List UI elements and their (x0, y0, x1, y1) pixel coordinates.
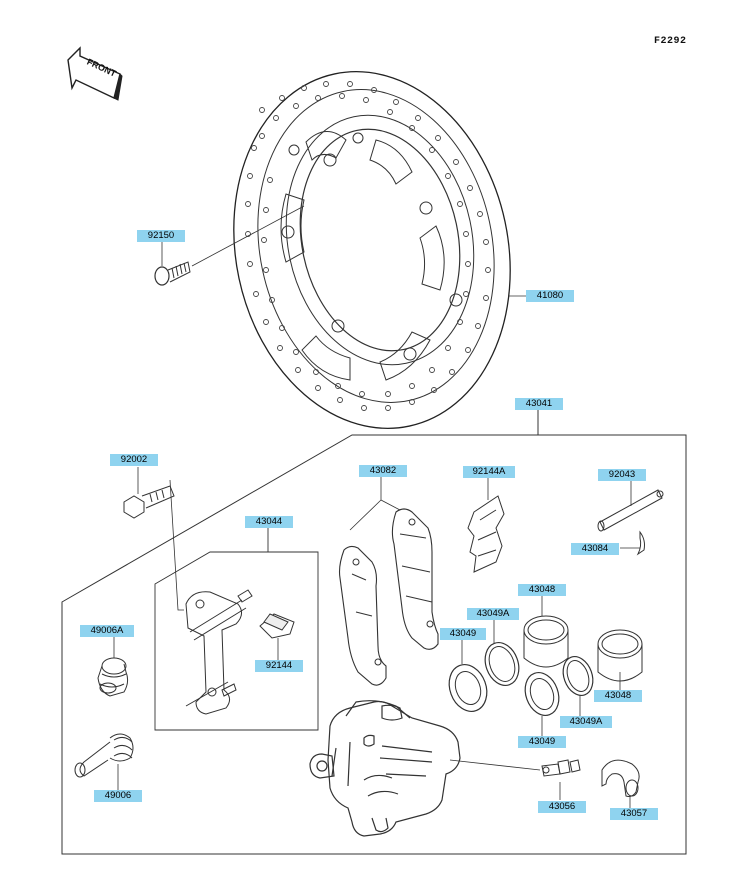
slide-pin-boot (97, 657, 129, 697)
caliper-bracket (185, 589, 253, 715)
front-arrow-icon (67, 46, 123, 101)
dust-seal-left (448, 664, 488, 712)
part-label-43044[interactable]: 43044 (245, 516, 293, 528)
part-label-43057[interactable]: 43057 (610, 808, 658, 820)
pad-spring-clip (259, 613, 295, 639)
brake-disc (233, 71, 511, 429)
piston-seal-top (484, 642, 520, 686)
part-label-49006[interactable]: 49006 (94, 790, 142, 802)
part-label-41080[interactable]: 41080 (526, 290, 574, 302)
caliper-body (309, 700, 461, 837)
bleeder-valve (541, 759, 581, 777)
part-label-43048-top[interactable]: 43048 (518, 584, 566, 596)
part-label-92144A[interactable]: 92144A (463, 466, 515, 478)
cotter-pin (620, 530, 645, 556)
caliper-bolt (123, 485, 175, 519)
part-label-43056[interactable]: 43056 (538, 801, 586, 813)
pad-pin (597, 489, 664, 532)
part-label-43049A-bottom[interactable]: 43049A (560, 716, 612, 728)
piston-top (523, 615, 569, 668)
part-label-49006A[interactable]: 49006A (80, 625, 134, 637)
part-label-43041[interactable]: 43041 (515, 398, 563, 410)
part-label-43048-right[interactable]: 43048 (594, 690, 642, 702)
piston-seal-bottom (562, 656, 594, 696)
part-label-43082[interactable]: 43082 (359, 465, 407, 477)
part-label-43049A-top[interactable]: 43049A (467, 608, 519, 620)
brake-pads (338, 508, 439, 686)
disc-drill-holes (245, 81, 491, 411)
part-label-92150[interactable]: 92150 (137, 230, 185, 242)
slide-pin (74, 733, 134, 778)
part-label-43084[interactable]: 43084 (571, 543, 619, 555)
part-label-43049-left[interactable]: 43049 (440, 628, 486, 640)
figure-code: F2292 (654, 36, 687, 47)
part-label-43049-bottom[interactable]: 43049 (518, 736, 566, 748)
part-label-92043[interactable]: 92043 (598, 469, 646, 481)
pad-spring (467, 495, 505, 573)
disc-bolt (154, 261, 191, 286)
bleeder-cap (601, 759, 640, 797)
part-label-92144[interactable]: 92144 (255, 660, 303, 672)
dust-seal-bottom (524, 672, 560, 716)
part-label-92002[interactable]: 92002 (110, 454, 158, 466)
